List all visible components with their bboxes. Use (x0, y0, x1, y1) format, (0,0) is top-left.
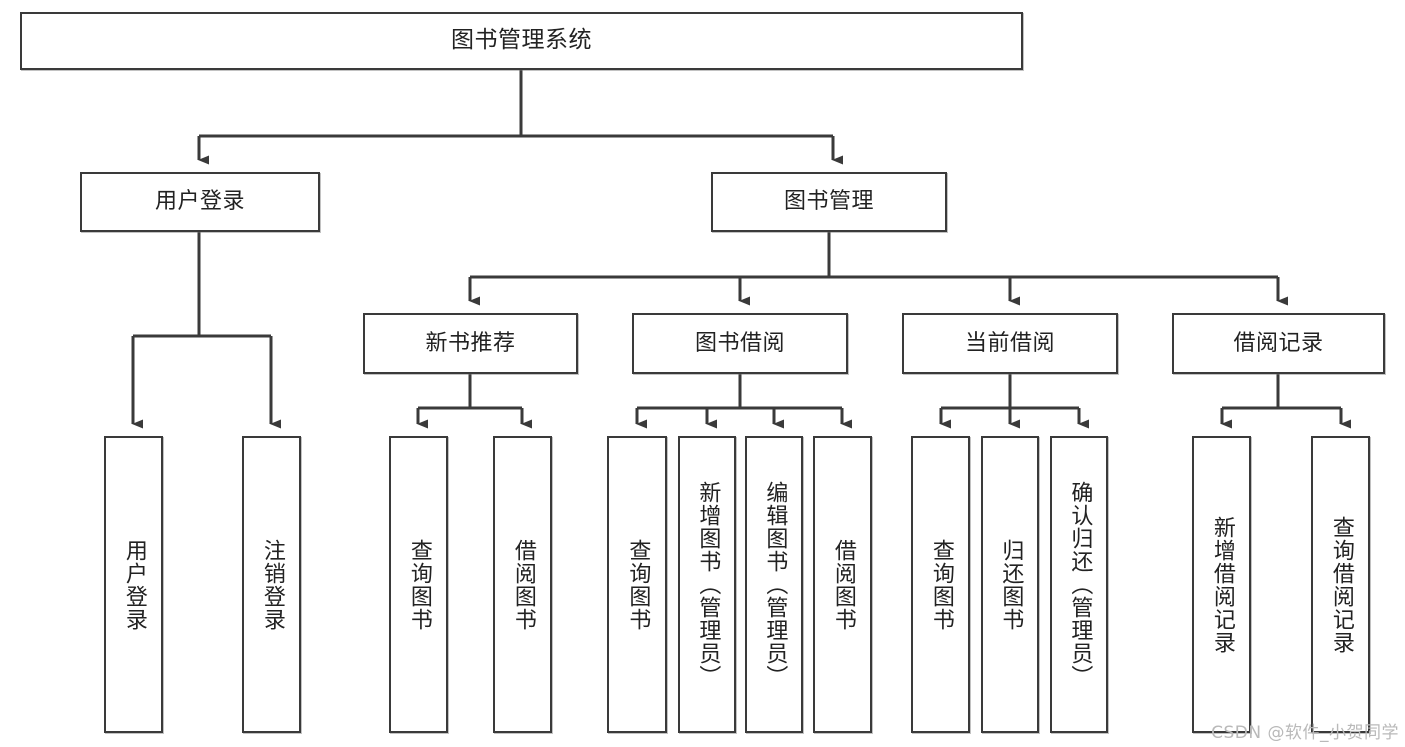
node-label: 查询图书 (625, 538, 651, 631)
node-user-login[interactable]: 用户登录 (80, 172, 320, 232)
leaf-query-books-borrowing[interactable]: 查询图书 (607, 436, 667, 733)
node-new-book-recommendation[interactable]: 新书推荐 (363, 313, 578, 374)
node-label: 新增借阅记录 (1209, 515, 1235, 654)
leaf-query-books-current[interactable]: 查询图书 (911, 436, 970, 733)
node-book-borrowing[interactable]: 图书借阅 (632, 313, 848, 374)
node-borrow-records[interactable]: 借阅记录 (1172, 313, 1385, 374)
node-label: 新书推荐 (425, 330, 516, 356)
node-book-management[interactable]: 图书管理 (711, 172, 947, 232)
leaf-add-book-admin[interactable]: 新增图书（管理员） (678, 436, 736, 733)
leaf-query-borrow-record[interactable]: 查询借阅记录 (1311, 436, 1370, 733)
leaf-borrow-books-recommendation[interactable]: 借阅图书 (493, 436, 552, 733)
node-label: 确认归还（管理员） (1067, 481, 1093, 688)
node-label: 图书借阅 (694, 330, 785, 356)
leaf-user-login[interactable]: 用户登录 (104, 436, 163, 733)
leaf-logout[interactable]: 注销登录 (242, 436, 301, 733)
leaf-add-borrow-record[interactable]: 新增借阅记录 (1192, 436, 1251, 733)
node-root-system[interactable]: 图书管理系统 (20, 12, 1023, 70)
leaf-query-books-recommendation[interactable]: 查询图书 (389, 436, 448, 733)
node-label: 查询图书 (928, 538, 954, 631)
leaf-return-books[interactable]: 归还图书 (981, 436, 1039, 733)
node-label: 新增图书（管理员） (695, 481, 721, 688)
node-label: 编辑图书（管理员） (762, 481, 788, 688)
node-label: 查询图书 (406, 538, 432, 631)
node-label: 用户登录 (154, 189, 245, 215)
node-label: 查询借阅记录 (1328, 515, 1354, 654)
node-label: 注销登录 (259, 538, 285, 631)
leaf-edit-book-admin[interactable]: 编辑图书（管理员） (745, 436, 803, 733)
node-label: 当前借阅 (964, 330, 1055, 356)
node-label: 归还图书 (998, 538, 1024, 631)
leaf-confirm-return-admin[interactable]: 确认归还（管理员） (1050, 436, 1108, 733)
node-label: 借阅记录 (1233, 330, 1324, 356)
node-label: 用户登录 (121, 538, 147, 631)
node-label: 图书管理 (783, 189, 874, 215)
node-label: 图书管理系统 (451, 27, 592, 54)
node-label: 借阅图书 (830, 538, 856, 631)
node-current-borrowing[interactable]: 当前借阅 (902, 313, 1118, 374)
leaf-borrow-books-borrowing[interactable]: 借阅图书 (813, 436, 872, 733)
node-label: 借阅图书 (510, 538, 536, 631)
watermark-text: CSDN @软件_小贺同学 (1211, 723, 1399, 743)
